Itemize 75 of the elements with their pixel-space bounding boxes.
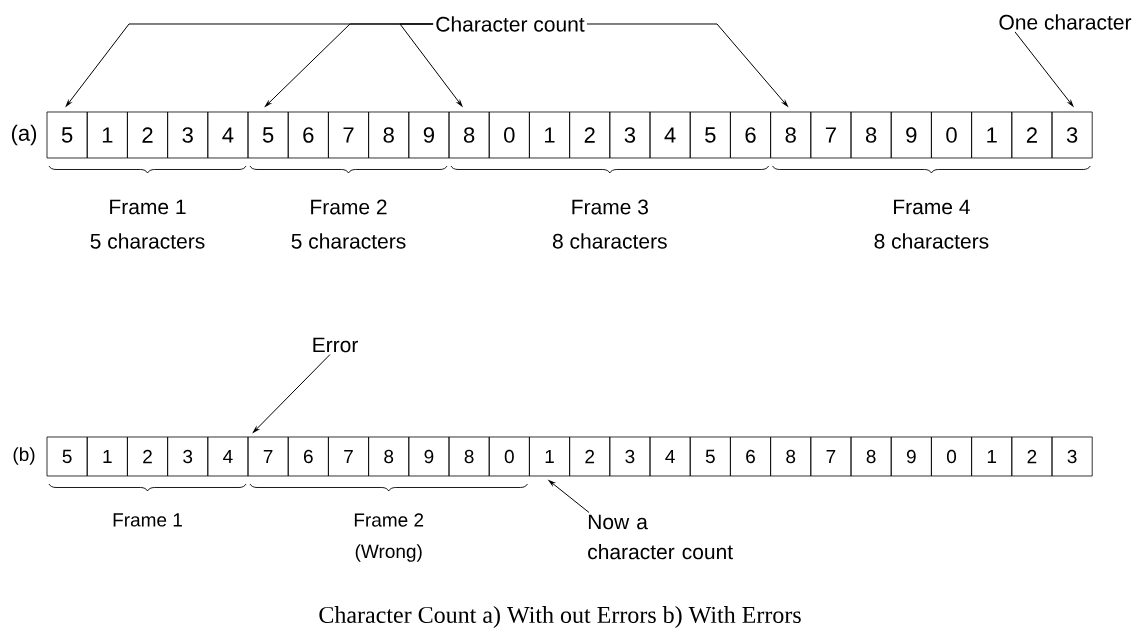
frame-label: 8 characters bbox=[552, 233, 667, 249]
leader-arrow bbox=[399, 23, 463, 107]
character-cell: 2 bbox=[127, 436, 168, 477]
callout-text: One character bbox=[999, 14, 1132, 30]
character-cell: 3 bbox=[609, 436, 651, 477]
character-cell: 1 bbox=[529, 111, 570, 159]
character-cell: 5 bbox=[689, 111, 731, 159]
character-cell: 5 bbox=[689, 436, 731, 477]
character-cell: 1 bbox=[971, 436, 1013, 477]
character-cell: 5 bbox=[247, 111, 289, 159]
character-cell: 6 bbox=[730, 436, 771, 477]
character-cell: 8 bbox=[770, 436, 812, 477]
character-cell: 1 bbox=[529, 436, 570, 477]
character-cell: 5 bbox=[46, 436, 88, 477]
character-cell: 0 bbox=[488, 111, 530, 159]
character-cell: 7 bbox=[328, 111, 369, 159]
character-cell: 2 bbox=[569, 436, 611, 477]
character-cell: 7 bbox=[247, 436, 289, 477]
character-cell: 4 bbox=[649, 111, 691, 159]
caption: Character Count a) With out Errors b) With Errors bbox=[319, 606, 801, 628]
leader-arrow bbox=[1014, 31, 1074, 107]
frame-label: Frame 1 bbox=[110, 199, 186, 215]
character-cell: 6 bbox=[287, 111, 329, 159]
frame-label: 5 characters bbox=[291, 233, 406, 249]
character-cell: 3 bbox=[1051, 111, 1093, 159]
character-cell: 4 bbox=[207, 436, 249, 477]
frame-label: 5 characters bbox=[90, 233, 205, 249]
frame-label: Frame 1 bbox=[113, 513, 182, 527]
frame-label: Frame 2 bbox=[311, 199, 387, 215]
callout-text: Now a character count bbox=[588, 514, 733, 560]
character-cell: 6 bbox=[730, 111, 771, 159]
leader-arrow bbox=[586, 23, 788, 107]
character-cell: 3 bbox=[167, 111, 209, 159]
frame-label: Frame 3 bbox=[572, 199, 648, 215]
character-cell: 1 bbox=[971, 111, 1013, 159]
character-cell: 7 bbox=[328, 436, 369, 477]
leader-arrow bbox=[252, 354, 331, 433]
row-label: (a) bbox=[11, 124, 37, 146]
character-cell: 0 bbox=[931, 436, 972, 477]
character-cell: 2 bbox=[1011, 436, 1053, 477]
character-cell: 9 bbox=[408, 111, 450, 159]
character-cell: 3 bbox=[609, 111, 651, 159]
character-cell: 8 bbox=[850, 436, 892, 477]
character-cell: 3 bbox=[1051, 436, 1093, 477]
frame-label: 8 characters bbox=[874, 233, 989, 249]
character-cell: 8 bbox=[448, 436, 490, 477]
callout-text: Character count bbox=[436, 16, 585, 32]
character-cell: 8 bbox=[368, 436, 410, 477]
character-cell: 9 bbox=[890, 436, 932, 477]
leader-arrow bbox=[548, 480, 590, 513]
callout-text: Error bbox=[313, 337, 358, 353]
character-cell: 8 bbox=[850, 111, 892, 159]
character-cell: 2 bbox=[127, 111, 168, 159]
character-cell: 7 bbox=[810, 436, 852, 477]
character-cell: 2 bbox=[569, 111, 611, 159]
character-cell: 9 bbox=[408, 436, 450, 477]
character-cell: 8 bbox=[448, 111, 490, 159]
frame-label: Frame 2 bbox=[354, 513, 424, 527]
frame-label: (Wrong) bbox=[355, 544, 422, 562]
character-cell: 6 bbox=[287, 436, 329, 477]
frame-label: Frame 4 bbox=[894, 199, 970, 215]
character-cell: 8 bbox=[368, 111, 410, 159]
character-cell: 1 bbox=[86, 436, 128, 477]
character-cell: 3 bbox=[167, 436, 209, 477]
character-cell: 4 bbox=[649, 436, 691, 477]
character-cell: 9 bbox=[890, 111, 932, 159]
character-cell: 8 bbox=[770, 111, 812, 159]
character-cell: 5 bbox=[46, 111, 88, 159]
character-cell: 0 bbox=[931, 111, 972, 159]
character-cell: 2 bbox=[1011, 111, 1053, 159]
character-cell: 0 bbox=[488, 436, 530, 477]
character-cell: 7 bbox=[810, 111, 852, 159]
character-cell: 1 bbox=[86, 111, 128, 159]
character-cell: 4 bbox=[207, 111, 249, 159]
row-label: (b) bbox=[13, 447, 35, 465]
